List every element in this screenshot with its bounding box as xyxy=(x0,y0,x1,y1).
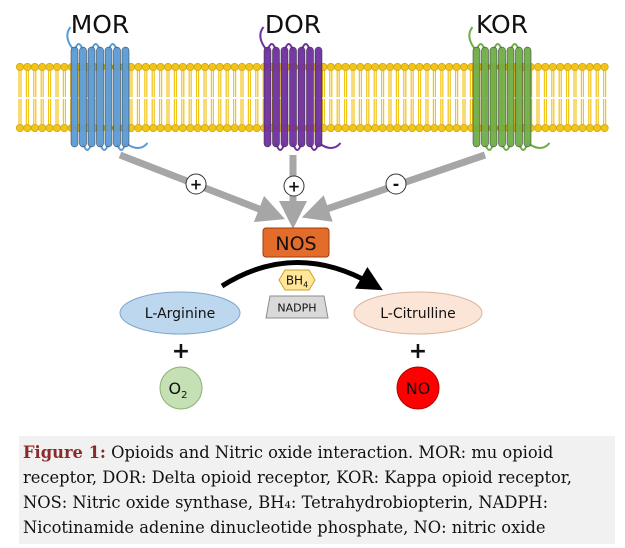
dor-label: DOR xyxy=(265,10,321,39)
caption-line-2: receptor, DOR: Delta opioid receptor, KO… xyxy=(23,468,572,487)
nos-enzyme: NOS xyxy=(262,227,330,258)
nos-label: NOS xyxy=(275,233,316,255)
mor-effect-sign: + xyxy=(185,173,207,195)
svg-text:L-Citrulline: L-Citrulline xyxy=(380,306,456,322)
opioid-nos-diagram: MOR DOR KOR + + - NOS BH4 NADPH L-Argini… xyxy=(15,10,609,410)
svg-text:L-Arginine: L-Arginine xyxy=(145,306,215,322)
kor-receptor xyxy=(468,26,551,151)
kor-label: KOR xyxy=(476,10,528,39)
caption-line-4: Nicotinamide adenine dinucleotide phosph… xyxy=(23,518,546,537)
citrulline-plus-sign: + xyxy=(409,339,427,364)
dor-effect-sign: + xyxy=(283,175,305,197)
caption-line-1: Figure 1: Opioids and Nitric oxide inter… xyxy=(23,443,554,462)
l-arginine-node: L-Arginine xyxy=(119,291,241,335)
dor-receptor xyxy=(259,26,342,151)
mor-label: MOR xyxy=(71,10,130,39)
arginine-plus-sign: + xyxy=(172,339,190,364)
figure-caption: Figure 1: Opioids and Nitric oxide inter… xyxy=(19,436,615,544)
bh4-cofactor: BH4 xyxy=(278,269,316,291)
svg-text:BH4: BH4 xyxy=(286,274,308,290)
svg-text:NO: NO xyxy=(406,379,431,398)
reaction-arrow xyxy=(220,260,383,291)
svg-text:+: + xyxy=(288,178,301,196)
o2-node: O2 xyxy=(159,366,203,410)
mor-receptor xyxy=(66,26,149,151)
caption-line-3: NOS: Nitric oxide synthase, BH₄: Tetrahy… xyxy=(23,493,549,512)
no-node: NO xyxy=(396,366,440,410)
l-citrulline-node: L-Citrulline xyxy=(353,291,483,335)
svg-text:NADPH: NADPH xyxy=(277,302,316,315)
svg-text:O2: O2 xyxy=(169,379,188,401)
svg-text:+: + xyxy=(190,176,203,194)
caption-label: Figure 1: xyxy=(23,443,106,462)
kor-effect-sign: - xyxy=(385,173,407,195)
svg-text:-: - xyxy=(393,175,400,194)
nadph-cofactor: NADPH xyxy=(265,295,329,319)
